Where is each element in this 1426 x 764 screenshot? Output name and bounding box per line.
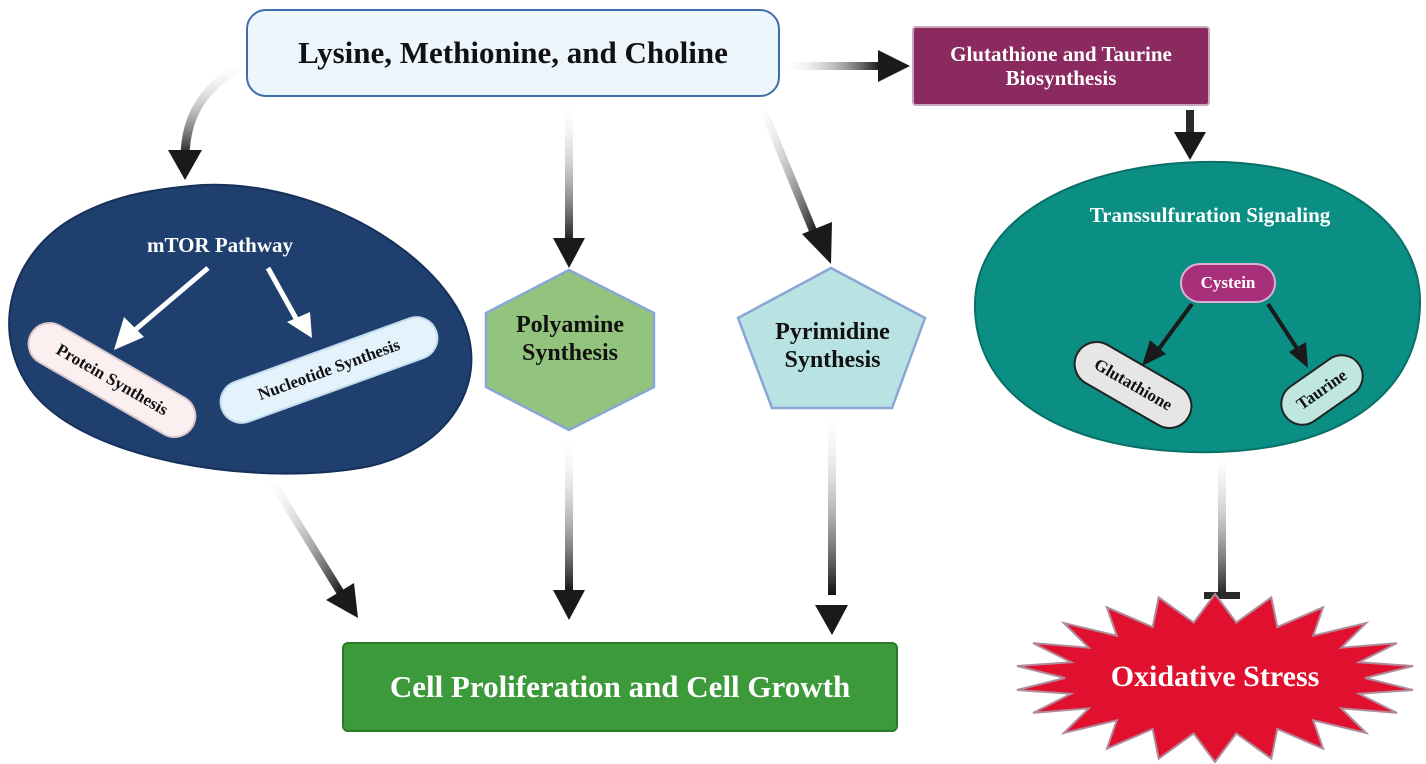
polyamine-label: Polyamine Synthesis (516, 312, 624, 366)
arrow-source-to-polyamine-head (553, 238, 585, 268)
source-box: Lysine, Methionine, and Choline (246, 9, 780, 97)
mtor-arrow-right (265, 266, 301, 324)
cystein-pill: Cystein (1180, 263, 1276, 303)
oxidative-stress-starburst (1016, 592, 1414, 764)
outcome-box: Cell Proliferation and Cell Growth (342, 642, 898, 732)
arrow-source-to-mtor-head (168, 150, 202, 180)
arrow-mtor-to-outcome (266, 475, 346, 598)
source-label: Lysine, Methionine, and Choline (298, 35, 728, 71)
polyamine-hexagon (484, 268, 656, 432)
cystein-arrow-right (1266, 302, 1300, 352)
cystein-arrow-left-head (1142, 340, 1166, 366)
glut-taurine-box: Glutathione and Taurine Biosynthesis (912, 26, 1210, 106)
outcome-label: Cell Proliferation and Cell Growth (389, 669, 851, 705)
glut-taurine-label: Glutathione and Taurine Biosynthesis (950, 41, 1172, 90)
inhibition-bar (1204, 592, 1240, 599)
arrow-source-to-glut-head (878, 50, 910, 82)
arrow-mtor-to-outcome-head (326, 583, 358, 618)
arrow-source-to-glut (786, 62, 881, 70)
arrow-polyamine-to-outcome-head (553, 590, 585, 620)
arrow-polyamine-to-outcome (565, 440, 573, 592)
arrow-glut-to-trans (1186, 110, 1194, 136)
inhibition-line (1218, 455, 1226, 595)
arrow-pyrimidine-to-outcome (828, 415, 836, 595)
pyrimidine-pentagon (736, 266, 927, 410)
mtor-arrow-left-head (114, 317, 144, 350)
pyrimidine-label: Pyrimidine Synthesis (775, 319, 890, 373)
arrow-source-to-mtor (180, 60, 247, 159)
mtor-arrow-left (133, 266, 210, 332)
arrow-pyrimidine-to-outcome-head (815, 605, 848, 635)
arrow-source-to-pyrimidine (756, 100, 820, 240)
cystein-arrow-right-head (1289, 342, 1308, 368)
transsulfuration-title: Transsulfuration Signaling (1089, 202, 1331, 227)
cystein-arrow-left (1156, 302, 1194, 352)
arrow-glut-to-trans-head (1174, 132, 1206, 160)
arrow-source-to-polyamine (565, 105, 573, 245)
arrow-source-to-pyrimidine-head (802, 222, 832, 264)
mtor-title: mTOR Pathway (146, 232, 294, 257)
oxidative-stress-label: Oxidative Stress (1110, 659, 1320, 693)
mtor-arrow-right-head (287, 312, 312, 338)
